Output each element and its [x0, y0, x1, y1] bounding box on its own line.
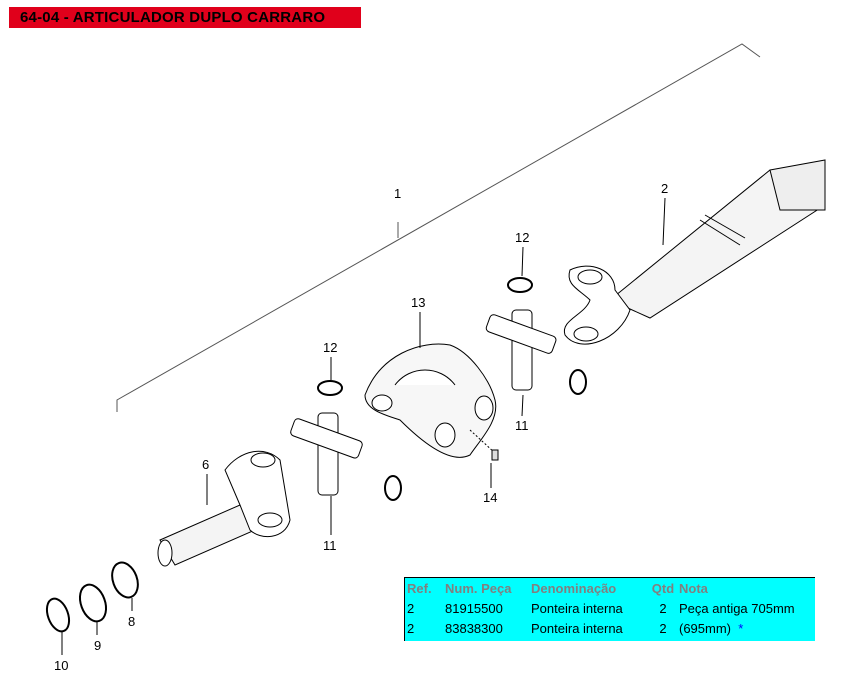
- callout-labels: 1 2 12 13 12 11 6 14 11 8 9 10: [54, 181, 668, 673]
- header-num-peca: Num. Peça: [445, 580, 512, 596]
- header-nota: Nota: [679, 580, 708, 596]
- part-14-fitting: [469, 429, 499, 461]
- cell-qtd: 2: [659, 600, 667, 616]
- parts-table: Ref. Num. Peça Denominação Qtd Nota 2 81…: [404, 577, 815, 641]
- cell-name: Ponteira interna: [531, 600, 623, 616]
- callout-11: 11: [515, 418, 529, 433]
- header-ref: Ref.: [407, 580, 432, 596]
- nota-text: Peça antiga 705mm: [679, 600, 795, 616]
- cell-ref: 2: [407, 600, 415, 616]
- table-row: 2 81915500 Ponteira interna 2 Peça antig…: [405, 598, 815, 618]
- callout-11: 11: [323, 538, 337, 553]
- nota-text: (695mm): [679, 620, 732, 636]
- leader-lines: [61, 197, 666, 655]
- table-header-row: Ref. Num. Peça Denominação Qtd Nota: [405, 578, 815, 598]
- part-12-snap-rings: [317, 277, 587, 501]
- note-asterisk: *: [738, 620, 744, 636]
- callout-14: 14: [483, 490, 497, 505]
- callout-10: 10: [54, 658, 68, 673]
- cell-nota: (695mm) *: [677, 618, 815, 638]
- cell-num: 83838300: [445, 620, 503, 636]
- part-6-shaft: [157, 450, 291, 567]
- page-title: 64-04 - ARTICULADOR DUPLO CARRARO: [9, 7, 361, 28]
- part-13-housing: [364, 343, 497, 458]
- part-11-cross-lower: [290, 412, 363, 496]
- header-denominacao: Denominação: [531, 580, 617, 596]
- cell-name: Ponteira interna: [531, 620, 623, 636]
- callout-1: 1: [394, 186, 401, 201]
- cell-qtd: 2: [659, 620, 667, 636]
- callout-6: 6: [202, 457, 209, 472]
- callout-2: 2: [661, 181, 668, 196]
- callout-13: 13: [411, 295, 425, 310]
- callout-9: 9: [94, 638, 101, 653]
- cell-nota: Peça antiga 705mm: [677, 598, 815, 618]
- rings-8-9-10: [45, 561, 139, 633]
- part-11-cross-upper: [485, 309, 557, 391]
- part-2-shaft: [563, 159, 826, 345]
- callout-12: 12: [515, 230, 529, 245]
- callout-12: 12: [323, 340, 337, 355]
- header-qtd: Qtd: [651, 580, 675, 596]
- callout-8: 8: [128, 614, 135, 629]
- table-row: 2 83838300 Ponteira interna 2 (695mm) *: [405, 618, 815, 638]
- cell-num: 81915500: [445, 600, 503, 616]
- assembly-bracket: [116, 43, 761, 412]
- cell-ref: 2: [407, 620, 415, 636]
